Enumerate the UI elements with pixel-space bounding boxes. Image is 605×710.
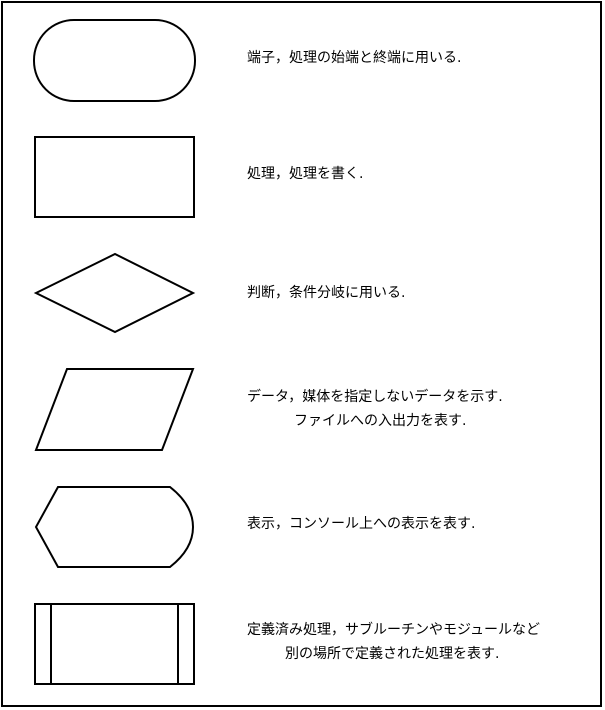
display-symbol — [34, 486, 195, 568]
display-description-text: 表示，コンソール上への表示を表す. — [247, 516, 476, 532]
predefined-process-description: 定義済み処理，サブルーチンやモジュールなど 別の場所で定義された処理を表す. — [247, 618, 540, 666]
terminal-description-text: 端子，処理の始端と終端に用いる. — [247, 50, 462, 66]
data-symbol — [34, 368, 195, 451]
predefined-process-symbol — [34, 603, 195, 685]
data-description: データ，媒体を指定しないデータを示す. ファイルへの入出力を表す. — [247, 385, 503, 433]
process-symbol — [34, 136, 195, 218]
decision-description-text: 判断，条件分岐に用いる. — [247, 285, 406, 301]
decision-symbol — [33, 252, 196, 334]
data-description-line1: データ，媒体を指定しないデータを示す. — [247, 389, 503, 405]
decision-description: 判断，条件分岐に用いる. — [247, 281, 405, 305]
predefined-process-description-line2: 別の場所で定義された処理を表す. — [285, 646, 500, 662]
process-description-text: 処理，処理を書く. — [247, 166, 364, 182]
terminal-description: 端子，処理の始端と終端に用いる. — [247, 46, 461, 70]
display-description: 表示，コンソール上への表示を表す. — [247, 512, 475, 536]
predefined-process-description-line1: 定義済み処理，サブルーチンやモジュールなど — [247, 622, 541, 638]
terminal-symbol — [33, 19, 196, 102]
data-description-line2: ファイルへの入出力を表す. — [294, 413, 467, 429]
process-description: 処理，処理を書く. — [247, 162, 363, 186]
